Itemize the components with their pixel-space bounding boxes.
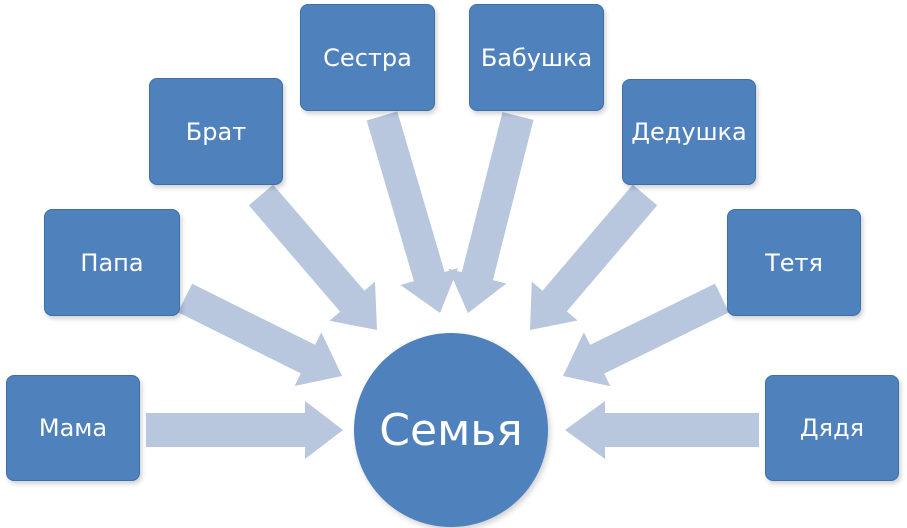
node-papa: Папа	[44, 209, 180, 316]
arrow-babushka	[448, 112, 534, 313]
node-babushka: Бабушка	[469, 4, 604, 111]
node-tetya: Тетя	[727, 209, 861, 316]
node-sestra: Сестра	[300, 4, 435, 111]
node-dyadya: Дядя	[765, 375, 899, 481]
arrow-sestra	[366, 111, 458, 313]
arrow-dedushka	[530, 184, 658, 330]
node-mama: Мама	[6, 375, 140, 481]
node-brat: Брат	[149, 78, 283, 185]
arrow-tetya	[563, 283, 729, 387]
arrow-papa	[177, 283, 342, 386]
arrow-dyadya	[565, 401, 759, 459]
node-dedushka: Дедушка	[622, 79, 756, 185]
center-node-semya: Семья	[354, 333, 548, 527]
arrow-mama	[146, 401, 343, 459]
arrow-brat	[248, 184, 377, 330]
